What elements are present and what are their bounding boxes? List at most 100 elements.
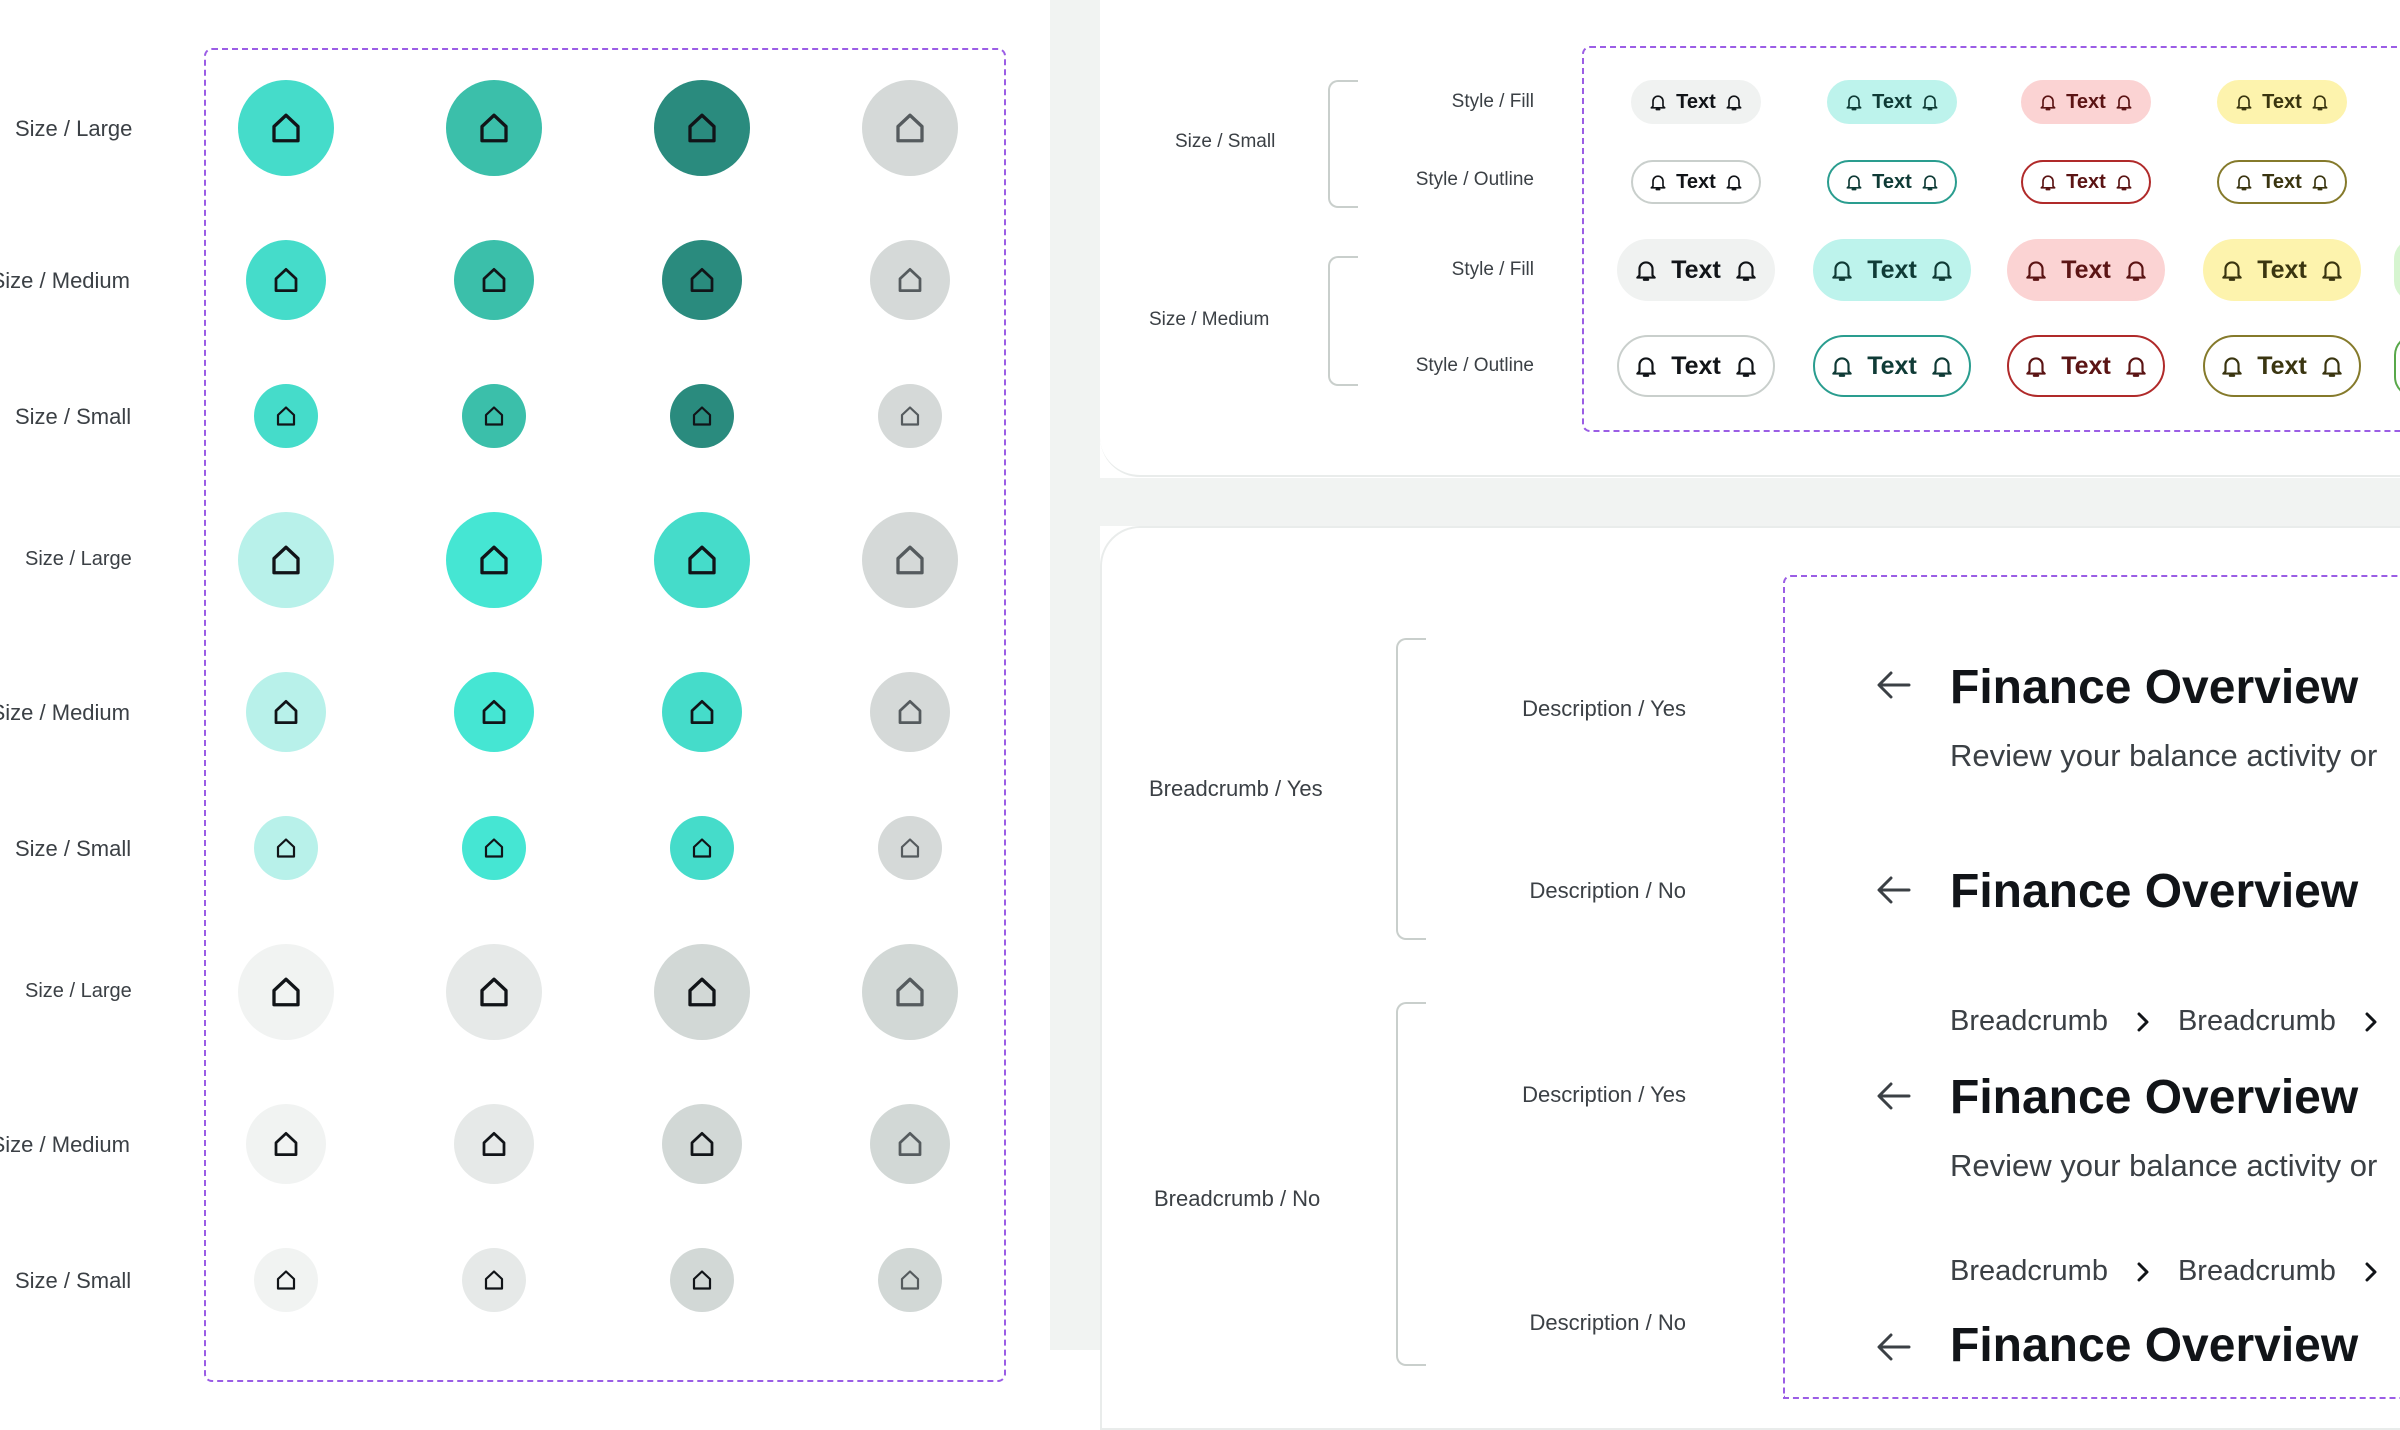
chip[interactable]: Text (2203, 335, 2361, 397)
chip-label: Text (1671, 351, 1721, 380)
chip[interactable]: Text (1827, 80, 1957, 124)
chip-label: Text (2262, 90, 2302, 113)
bell-icon (2222, 357, 2242, 377)
icon-button[interactable] (870, 240, 950, 320)
icon-button[interactable] (878, 1248, 942, 1312)
chip[interactable]: Text (2203, 239, 2361, 301)
icon-button[interactable] (654, 944, 750, 1040)
bell-icon (1736, 357, 1756, 377)
icon-button[interactable] (238, 80, 334, 176)
breadcrumb-bracket-yes (1396, 638, 1426, 940)
chip[interactable]: Text (2021, 80, 2151, 124)
breadcrumb: Breadcrumb Breadcrumb (1950, 1255, 2400, 1288)
icon-button[interactable] (254, 384, 318, 448)
icon-button[interactable] (238, 944, 334, 1040)
home-icon (896, 977, 924, 1007)
icon-button[interactable] (446, 512, 542, 608)
home-icon (692, 838, 712, 858)
icon-button[interactable] (462, 384, 526, 448)
chip[interactable]: Text (2217, 160, 2347, 204)
icon-button[interactable] (862, 944, 958, 1040)
home-icon (482, 700, 506, 724)
home-icon (274, 1132, 298, 1156)
arrow-left-icon[interactable] (1876, 670, 1912, 700)
home-icon (896, 113, 924, 143)
icon-button[interactable] (862, 80, 958, 176)
icon-button[interactable] (246, 672, 326, 752)
icon-button[interactable] (454, 1104, 534, 1184)
icon-button[interactable] (254, 816, 318, 880)
home-icon (900, 1270, 920, 1290)
bell-icon (1832, 261, 1852, 281)
home-icon (274, 700, 298, 724)
bell-icon (2322, 261, 2342, 281)
icon-button[interactable] (446, 944, 542, 1040)
icon-button[interactable] (446, 80, 542, 176)
home-icon (688, 113, 716, 143)
breadcrumb-item[interactable]: Breadcrumb (2177, 1255, 2336, 1287)
icon-button[interactable] (862, 512, 958, 608)
home-icon (480, 545, 508, 575)
canvas-band (1100, 478, 2400, 526)
bell-icon (1636, 261, 1656, 281)
page-header-card (1100, 526, 2400, 1430)
icon-button[interactable] (670, 1248, 734, 1312)
group-bracket-small (1328, 80, 1358, 208)
icon-button[interactable] (662, 240, 742, 320)
home-icon (688, 977, 716, 1007)
icon-button[interactable] (654, 512, 750, 608)
arrow-left-icon[interactable] (1876, 875, 1912, 905)
chip[interactable]: Text (2007, 239, 2165, 301)
icon-button[interactable] (654, 80, 750, 176)
bell-icon (2026, 261, 2046, 281)
icon-button[interactable] (454, 240, 534, 320)
chip[interactable]: Text (2007, 335, 2165, 397)
icon-button[interactable] (662, 1104, 742, 1184)
icon-button[interactable] (670, 384, 734, 448)
row-label: Size / Large (15, 116, 133, 141)
icon-button[interactable] (238, 512, 334, 608)
chip[interactable]: Text (1617, 335, 1775, 397)
icon-button[interactable] (462, 1248, 526, 1312)
chip[interactable]: Text (2021, 160, 2151, 204)
arrow-left-icon[interactable] (1876, 1081, 1912, 1111)
bell-icon (2026, 357, 2046, 377)
icon-button[interactable] (254, 1248, 318, 1312)
home-icon (898, 268, 922, 292)
chip-variants-frame (1582, 46, 2400, 432)
icon-button[interactable] (878, 384, 942, 448)
breadcrumb-item[interactable]: Breadcrumb (1950, 1255, 2108, 1287)
icon-button[interactable] (462, 816, 526, 880)
home-icon (272, 977, 300, 1007)
icon-button[interactable] (670, 816, 734, 880)
chip-label: Text (1671, 255, 1721, 284)
bell-icon (1726, 95, 1742, 111)
home-icon (484, 406, 504, 426)
bell-icon (2222, 261, 2242, 281)
page-title: Finance Overview (1950, 1319, 2359, 1372)
breadcrumb-item[interactable]: Breadcrumb (2177, 1005, 2336, 1037)
chip[interactable]: Text (1631, 80, 1761, 124)
chip[interactable]: Text (1813, 239, 1971, 301)
icon-button[interactable] (246, 240, 326, 320)
icon-button[interactable] (454, 672, 534, 752)
chip[interactable]: Text (1631, 160, 1761, 204)
home-icon (692, 406, 712, 426)
icon-button[interactable] (246, 1104, 326, 1184)
row-label: Size / Small (15, 1268, 132, 1293)
arrow-left-icon[interactable] (1876, 1332, 1912, 1362)
home-icon (690, 1132, 714, 1156)
icon-button[interactable] (870, 1104, 950, 1184)
chip[interactable]: Text (1617, 239, 1775, 301)
breadcrumb-item[interactable]: Breadcrumb (1950, 1005, 2108, 1037)
page-title: Finance Overview (1950, 661, 2359, 714)
chip-label: Text (1676, 90, 1716, 113)
chip[interactable]: Text (1827, 160, 1957, 204)
icon-button[interactable] (878, 816, 942, 880)
chip[interactable]: Text (2217, 80, 2347, 124)
chip[interactable]: Text (1813, 335, 1971, 397)
icon-button[interactable] (870, 672, 950, 752)
row-label: Size / Medium (0, 1132, 130, 1157)
bell-icon (1846, 95, 1862, 111)
icon-button[interactable] (662, 672, 742, 752)
